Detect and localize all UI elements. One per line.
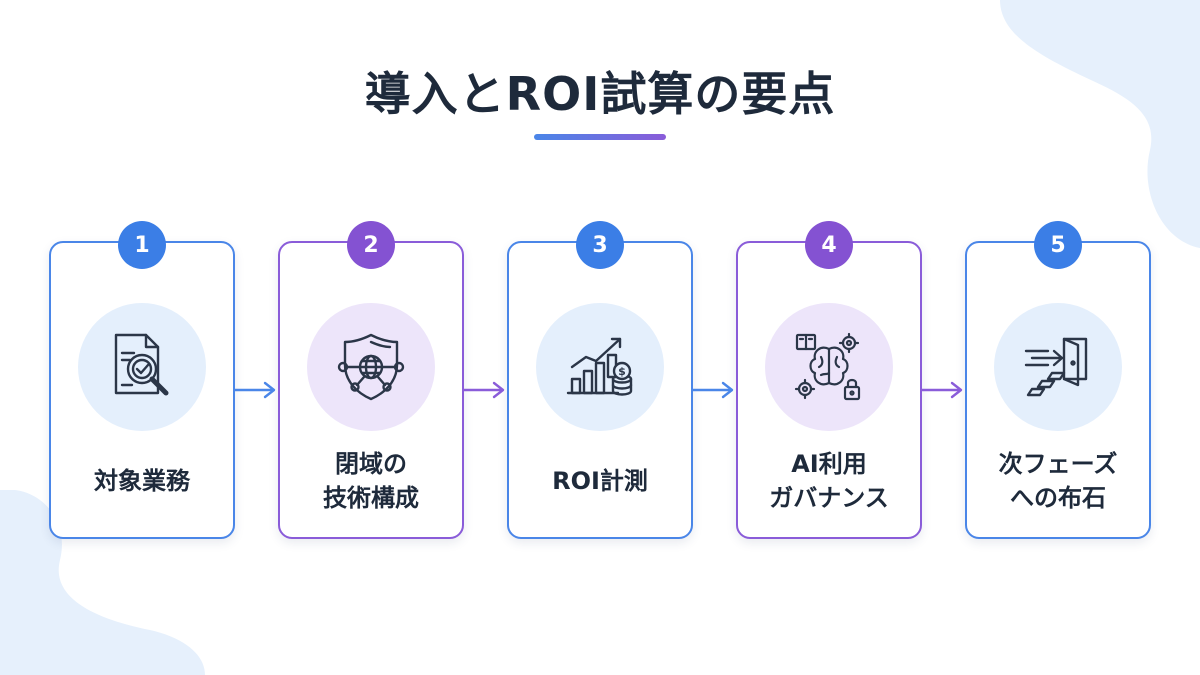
- brain-gears-lock-icon: [794, 332, 861, 401]
- step-label-5-line-1: 次フェーズ: [998, 450, 1118, 478]
- icon-circle-4: [765, 303, 893, 431]
- door-arrow-steps-icon: [1024, 337, 1088, 397]
- step-card-1: 1 対象業務: [49, 221, 235, 539]
- step-label-4-line-1: AI利用: [791, 450, 867, 478]
- connector-arrow-2-3: [464, 381, 505, 399]
- document-search-check-icon: [114, 333, 169, 396]
- icon-circle-2: [307, 303, 435, 431]
- bar-chart-coins-icon: $: [566, 337, 633, 396]
- icon-circle-1: [78, 303, 206, 431]
- svg-text:$: $: [618, 365, 626, 378]
- step-label-5: 次フェーズ への布石: [967, 443, 1149, 519]
- step-card-3: 3 $ ROI計測: [507, 221, 693, 539]
- step-badge-1: 1: [118, 221, 166, 269]
- step-label-3: ROI計測: [509, 443, 691, 519]
- page-title: 導入とROI試算の要点: [364, 67, 836, 121]
- title-underline: [534, 134, 666, 140]
- step-badge-3: 3: [576, 221, 624, 269]
- step-label-1: 対象業務: [51, 443, 233, 519]
- step-badge-2: 2: [347, 221, 395, 269]
- step-label-2-line-1: 閉域の: [335, 450, 407, 478]
- step-badge-4: 4: [805, 221, 853, 269]
- icon-circle-3: $: [536, 303, 664, 431]
- decorative-blob-bottom-left: [0, 490, 205, 675]
- step-badge-5: 5: [1034, 221, 1082, 269]
- step-label-5-line-2: への布石: [1010, 484, 1106, 512]
- step-card-4: 4 AI利用 ガバナンス: [736, 221, 922, 539]
- step-label-4: AI利用 ガバナンス: [738, 443, 920, 519]
- connector-arrow-1-2: [235, 381, 276, 399]
- decorative-blob-top-right: [1000, 0, 1200, 248]
- step-card-2: 2 閉域の 技術構成: [278, 221, 464, 539]
- shield-globe-network-icon: [337, 333, 405, 401]
- connector-arrow-3-4: [693, 381, 734, 399]
- step-label-2-line-2: 技術構成: [323, 484, 419, 512]
- step-label-2: 閉域の 技術構成: [280, 443, 462, 519]
- step-card-5: 5 次フェーズ への布石: [965, 221, 1151, 539]
- step-label-4-line-2: ガバナンス: [769, 484, 889, 512]
- icon-circle-5: [994, 303, 1122, 431]
- connector-arrow-4-5: [922, 381, 963, 399]
- step-label-3-line-1: ROI計測: [552, 467, 648, 495]
- step-label-1-line-1: 対象業務: [94, 467, 190, 495]
